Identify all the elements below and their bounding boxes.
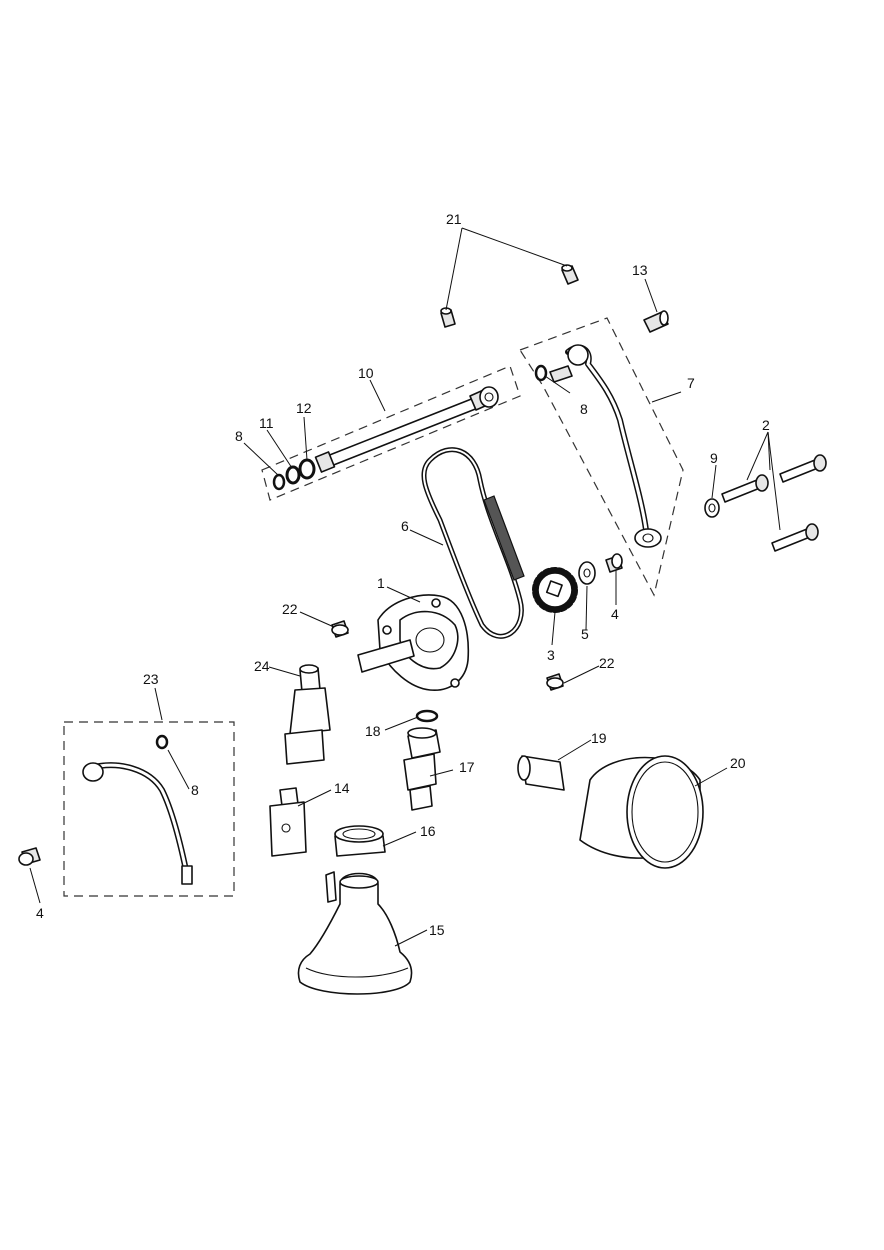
callout-8-bracket: 8 <box>580 401 588 417</box>
callout-11: 11 <box>259 415 274 431</box>
drive-chain-6[interactable] <box>421 447 525 639</box>
callout-21: 21 <box>446 211 462 227</box>
bolt-2-b[interactable] <box>721 474 769 503</box>
callout-1: 1 <box>377 575 385 591</box>
oil-pickup-15[interactable] <box>297 871 413 995</box>
bolt-22-lower[interactable] <box>546 673 564 691</box>
callout-9: 9 <box>710 450 718 466</box>
bolt-22-upper[interactable] <box>331 620 349 638</box>
o-ring-12[interactable] <box>298 458 316 480</box>
bolt-4-upper[interactable] <box>605 553 623 573</box>
group-outline-7 <box>519 317 684 597</box>
seal-18[interactable] <box>415 709 439 723</box>
callout-23: 23 <box>143 671 159 687</box>
callout-3: 3 <box>547 647 555 663</box>
o-ring-8-pipe[interactable] <box>272 473 286 491</box>
callout-10: 10 <box>358 365 374 381</box>
callout-16: 16 <box>420 823 436 839</box>
callout-7: 7 <box>687 375 695 391</box>
callout-12: 12 <box>296 400 312 416</box>
callout-4-upper: 4 <box>611 606 619 622</box>
oil-filter-20[interactable] <box>579 755 704 869</box>
strainer-ring-16[interactable] <box>334 825 386 857</box>
o-ring-11[interactable] <box>285 465 301 485</box>
callout-22-upper: 22 <box>282 601 298 617</box>
washer-9[interactable] <box>704 498 720 518</box>
bolt-4-lower[interactable] <box>18 847 41 866</box>
filter-adapter-19[interactable] <box>517 755 565 791</box>
dowel-pin-21-lower[interactable] <box>440 307 456 328</box>
bolt-2-a[interactable] <box>779 454 827 483</box>
sprocket-3[interactable] <box>532 567 578 613</box>
washer-5[interactable] <box>578 561 596 585</box>
adapter-24[interactable] <box>284 664 331 765</box>
group-outline-23 <box>63 721 235 897</box>
callout-20: 20 <box>730 755 746 771</box>
callout-6: 6 <box>401 518 409 534</box>
bolt-2-c[interactable] <box>771 523 819 552</box>
oil-pipe-23[interactable] <box>82 762 193 885</box>
callout-14: 14 <box>334 780 350 796</box>
callout-2: 2 <box>762 417 770 433</box>
callout-17: 17 <box>459 759 475 775</box>
bolt-13[interactable] <box>643 310 669 333</box>
callout-8-pipe: 8 <box>235 428 243 444</box>
callout-5: 5 <box>581 626 589 642</box>
group-outline-10 <box>261 365 521 501</box>
pressure-plug-14[interactable] <box>269 787 307 857</box>
callout-22-lower: 22 <box>599 655 615 671</box>
o-ring-8-bracket[interactable] <box>534 364 548 382</box>
callout-15: 15 <box>429 922 445 938</box>
dowel-pin-21-upper[interactable] <box>561 264 579 285</box>
oil-pipe-10[interactable] <box>314 386 499 473</box>
callout-19: 19 <box>591 730 607 746</box>
callout-4-lower: 4 <box>36 905 44 921</box>
oil-pump-1[interactable] <box>357 594 470 691</box>
leader-lines <box>29 227 781 947</box>
callout-13: 13 <box>632 262 648 278</box>
callout-8-pipe-23: 8 <box>191 782 199 798</box>
callout-labels: 21 13 10 7 8 12 11 2 8 9 6 1 22 4 5 3 24… <box>36 211 770 938</box>
callout-18: 18 <box>365 723 381 739</box>
relief-valve-17[interactable] <box>403 727 441 811</box>
o-ring-8-pipe-23[interactable] <box>155 734 169 750</box>
oil-feed-pipe-7[interactable] <box>549 344 662 548</box>
callout-24: 24 <box>254 658 270 674</box>
